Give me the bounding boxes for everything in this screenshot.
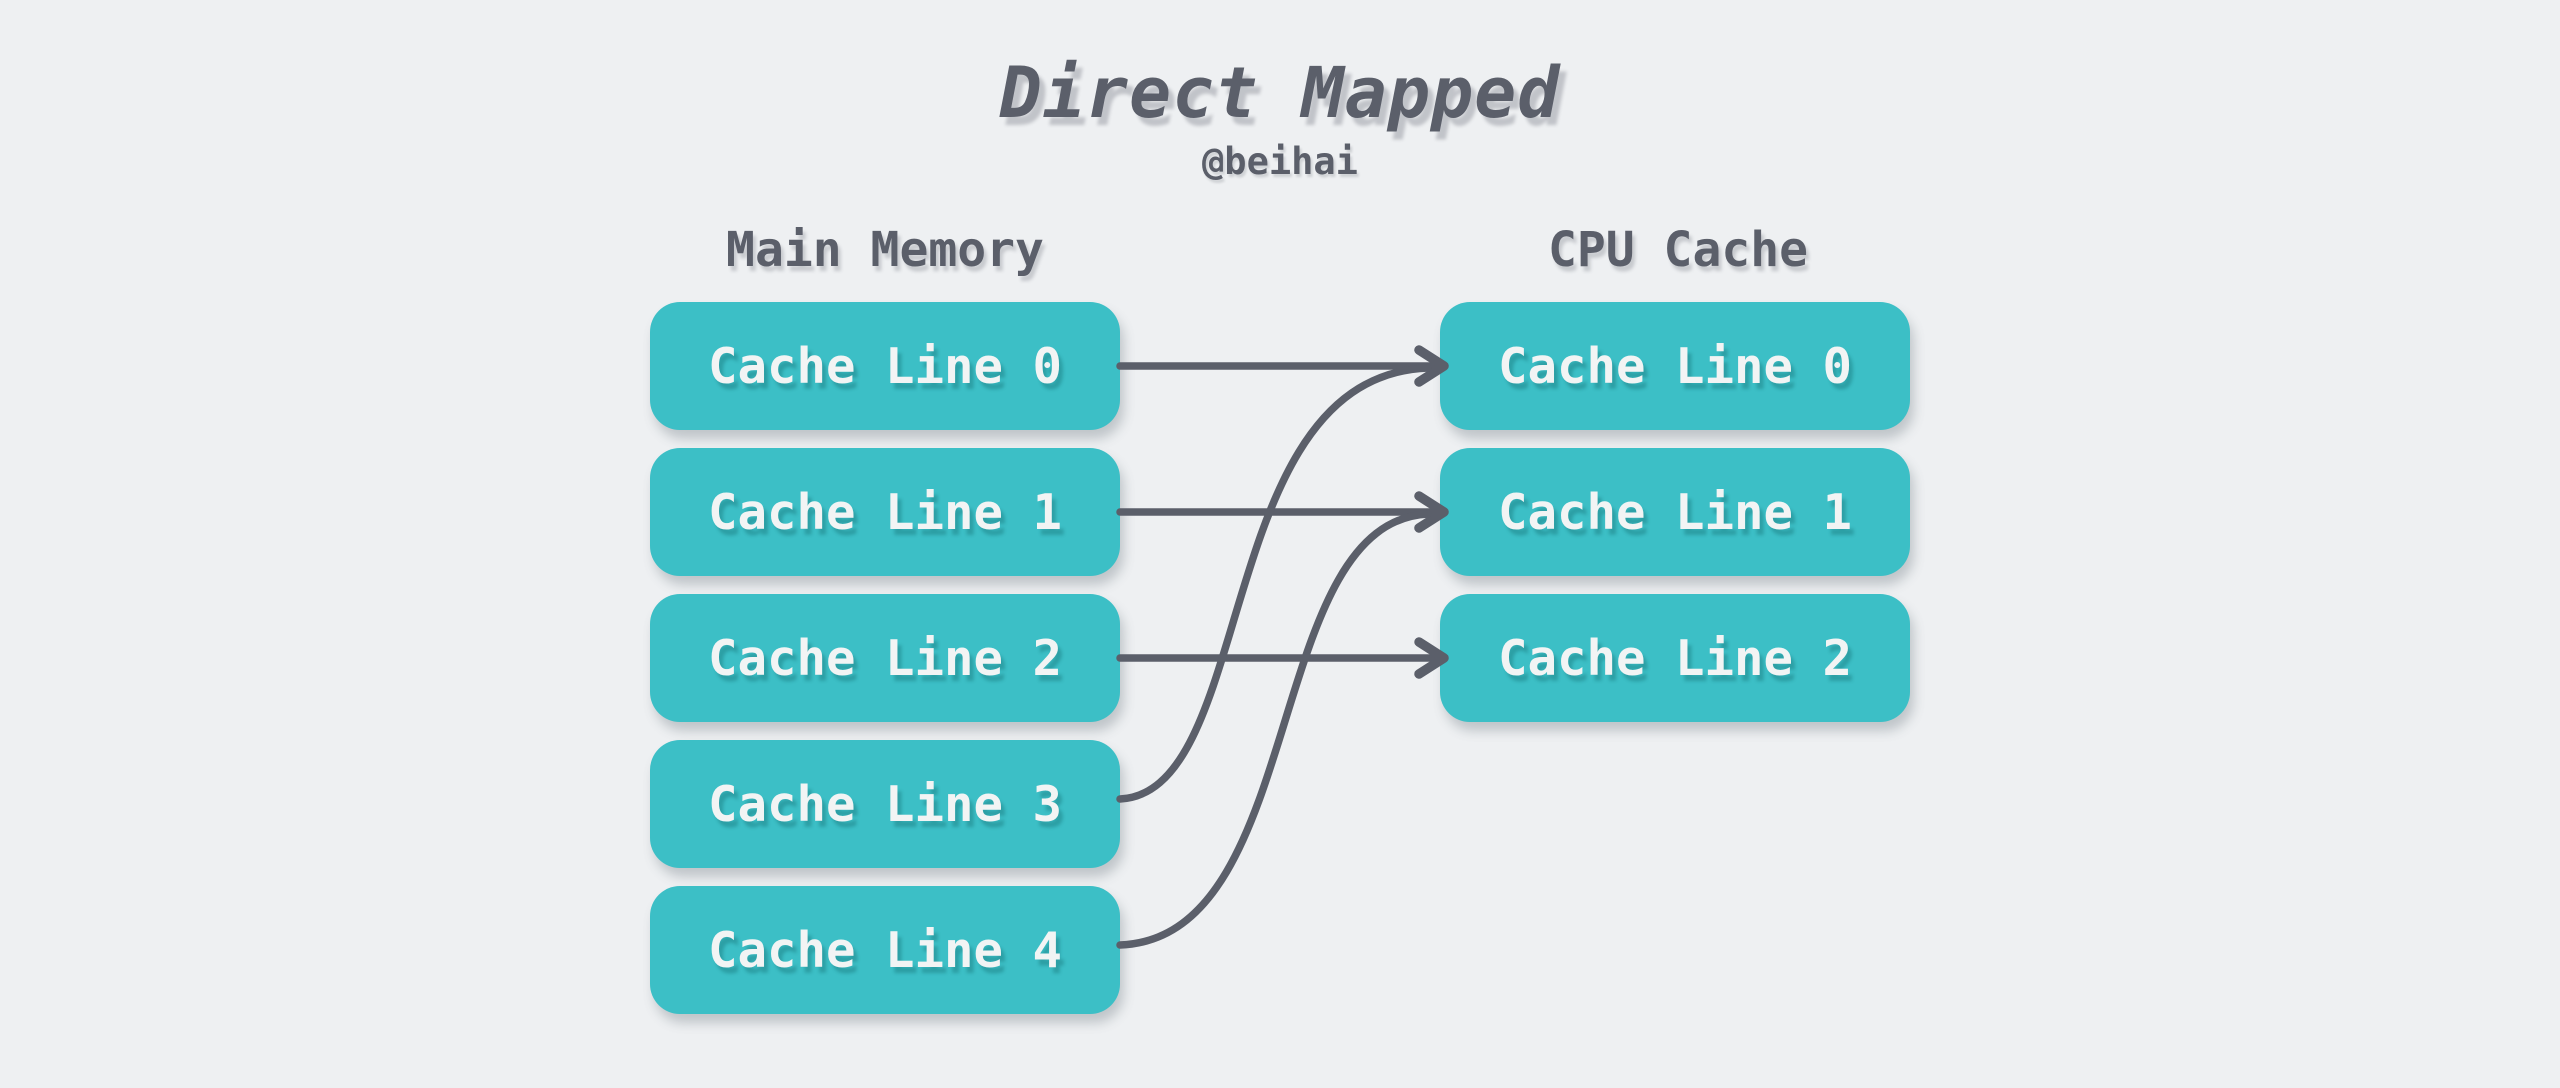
cache-line-box-1: Cache Line 1 bbox=[1440, 448, 1910, 576]
arrow-memory-4-to-cache-1 bbox=[1116, 510, 1432, 949]
author-handle: @beihai bbox=[1202, 140, 1358, 183]
memory-line-box-0: Cache Line 0 bbox=[650, 302, 1120, 430]
memory-line-box-2: Cache Line 2 bbox=[650, 594, 1120, 722]
arrow-memory-3-to-cache-0 bbox=[1116, 364, 1432, 803]
cache-line-box-0: Cache Line 0 bbox=[1440, 302, 1910, 430]
main-memory-heading: Main Memory bbox=[726, 222, 1044, 278]
cpu-cache-heading: CPU Cache bbox=[1547, 222, 1809, 278]
diagram-title: Direct Mapped bbox=[999, 52, 1561, 134]
memory-line-box-3: Cache Line 3 bbox=[650, 740, 1120, 868]
memory-line-box-1: Cache Line 1 bbox=[650, 448, 1120, 576]
cache-line-box-2: Cache Line 2 bbox=[1440, 594, 1910, 722]
memory-line-box-4: Cache Line 4 bbox=[650, 886, 1120, 1014]
